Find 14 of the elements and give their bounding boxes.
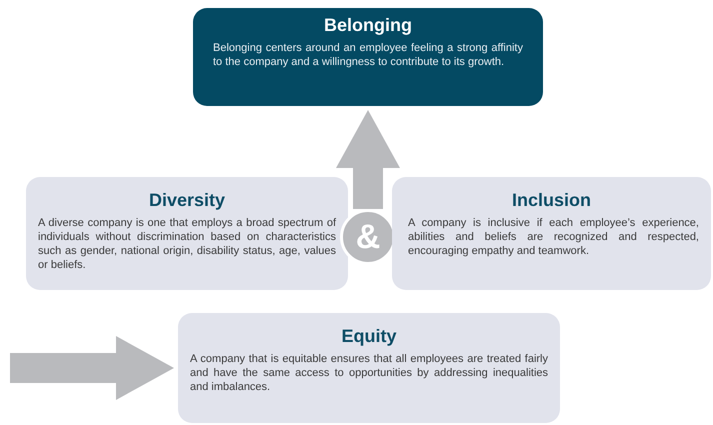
card-title: Inclusion [512,189,591,212]
block-arrow [10,336,174,400]
card-title: Equity [341,325,396,348]
concept-card [392,177,711,290]
card-description: A company that is equitable ensures that all employees are treated fairly and have the same access to opportunities by addressing inequalities and imbalances. [190,352,548,394]
block-arrow [336,110,400,209]
card-description: A diverse company is one that employs a broad spectrum of individuals without discrimination based on characteristics such as gender, national origin, disability status, age, values or beliefs. [38,216,336,273]
concept-card [26,177,348,290]
concept-card [178,313,560,423]
card-description: A company is inclusive if each employee’s experience, abilities and beliefs are recognized and respected, encouraging empathy and teamwork. [407,216,699,258]
card-title: Diversity [148,189,226,212]
card-description: Belonging centers around an employee feeling a strong affinity to the company and a willingness to contribute to its growth. [213,40,523,70]
card-title: Belonging [324,14,412,36]
highlight-card [193,8,543,106]
